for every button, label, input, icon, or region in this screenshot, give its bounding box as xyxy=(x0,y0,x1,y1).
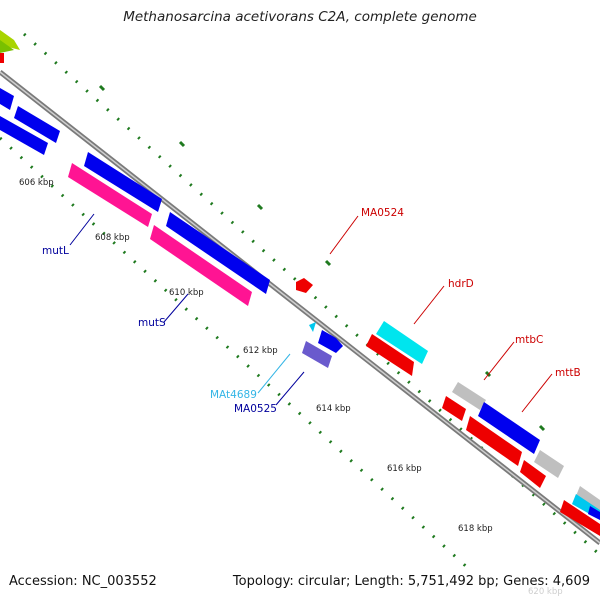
feature-lavender[interactable] xyxy=(302,341,332,368)
feature-green-edge[interactable] xyxy=(0,40,14,53)
feature-red-mttB-1[interactable] xyxy=(442,396,466,421)
accession-text: Accession: NC_003552 xyxy=(9,574,157,589)
feature-blue-left-2[interactable] xyxy=(14,106,60,143)
major-tick-marks xyxy=(98,84,546,432)
tick-label-618: 618 kbp xyxy=(458,524,493,534)
tick-label-608: 608 kbp xyxy=(95,233,130,243)
callout-line-MA0524 xyxy=(329,215,359,255)
feature-red-bottom[interactable] xyxy=(560,500,600,536)
gene-label-MA0525[interactable]: MA0525 xyxy=(234,403,277,415)
feature-blue-mutL[interactable] xyxy=(84,152,162,212)
feature-blue-left-1[interactable] xyxy=(0,88,14,110)
tick-label-620: 620 kbp xyxy=(528,587,563,597)
gene-labels: mutL mutS MAt4689 MA0525 MA0524 hdrD mtb… xyxy=(42,207,581,415)
feature-red-mttB-3[interactable] xyxy=(520,460,546,488)
callout-line-hdrD xyxy=(413,285,445,325)
feature-cyan-MAt4689[interactable] xyxy=(309,322,316,332)
feature-red-mttB-2[interactable] xyxy=(466,416,522,466)
feature-gray-2[interactable] xyxy=(534,450,564,478)
callout-line-MA0525 xyxy=(275,371,305,406)
callout-line-mutS xyxy=(163,293,189,323)
feature-blue-mutS[interactable] xyxy=(166,212,270,294)
callout-line-mtbC xyxy=(483,341,515,381)
gene-label-mtbC[interactable]: mtbC xyxy=(515,334,543,346)
feature-blue-left-3[interactable] xyxy=(0,116,48,155)
callout-line-mttB xyxy=(521,373,553,413)
callout-line-MAt4689 xyxy=(257,353,291,394)
genome-summary-text: Topology: circular; Length: 5,751,492 bp… xyxy=(232,574,590,589)
gene-label-hdrD[interactable]: hdrD xyxy=(448,278,474,290)
gene-label-MA0524[interactable]: MA0524 xyxy=(361,207,404,219)
tick-labels: 606 kbp 608 kbp 610 kbp 612 kbp 614 kbp … xyxy=(19,178,563,597)
feature-pink-mutL[interactable] xyxy=(68,163,152,227)
feature-gray-bottom[interactable] xyxy=(576,486,600,510)
feature-red-MA0524[interactable] xyxy=(296,278,313,293)
tick-label-616: 616 kbp xyxy=(387,464,422,474)
tick-label-610: 610 kbp xyxy=(169,288,204,298)
feature-gray-1[interactable] xyxy=(452,382,486,410)
callout-lines xyxy=(69,213,553,413)
feature-cyan-hdrD[interactable] xyxy=(376,321,428,364)
feature-red-hdrD[interactable] xyxy=(366,334,414,376)
genome-backbone-highlight xyxy=(0,71,600,544)
feature-blue-MA0525[interactable] xyxy=(318,330,343,353)
callout-line-mutL xyxy=(69,213,95,246)
map-title: Methanosarcina acetivorans C2A, complete… xyxy=(123,9,477,25)
gene-label-MAt4689[interactable]: MAt4689 xyxy=(210,389,257,401)
feature-red-small-top[interactable] xyxy=(0,53,4,63)
tick-label-614: 614 kbp xyxy=(316,404,351,414)
gene-label-mttB[interactable]: mttB xyxy=(555,367,581,379)
feature-blue-bottom[interactable] xyxy=(588,506,600,520)
feature-blue-mtbC[interactable] xyxy=(478,402,540,454)
gene-label-mutS[interactable]: mutS xyxy=(138,317,166,329)
tick-label-606: 606 kbp xyxy=(19,178,54,188)
tick-label-612: 612 kbp xyxy=(243,346,278,356)
gene-label-mutL[interactable]: mutL xyxy=(42,245,69,257)
feature-pink-mutS[interactable] xyxy=(150,225,252,306)
